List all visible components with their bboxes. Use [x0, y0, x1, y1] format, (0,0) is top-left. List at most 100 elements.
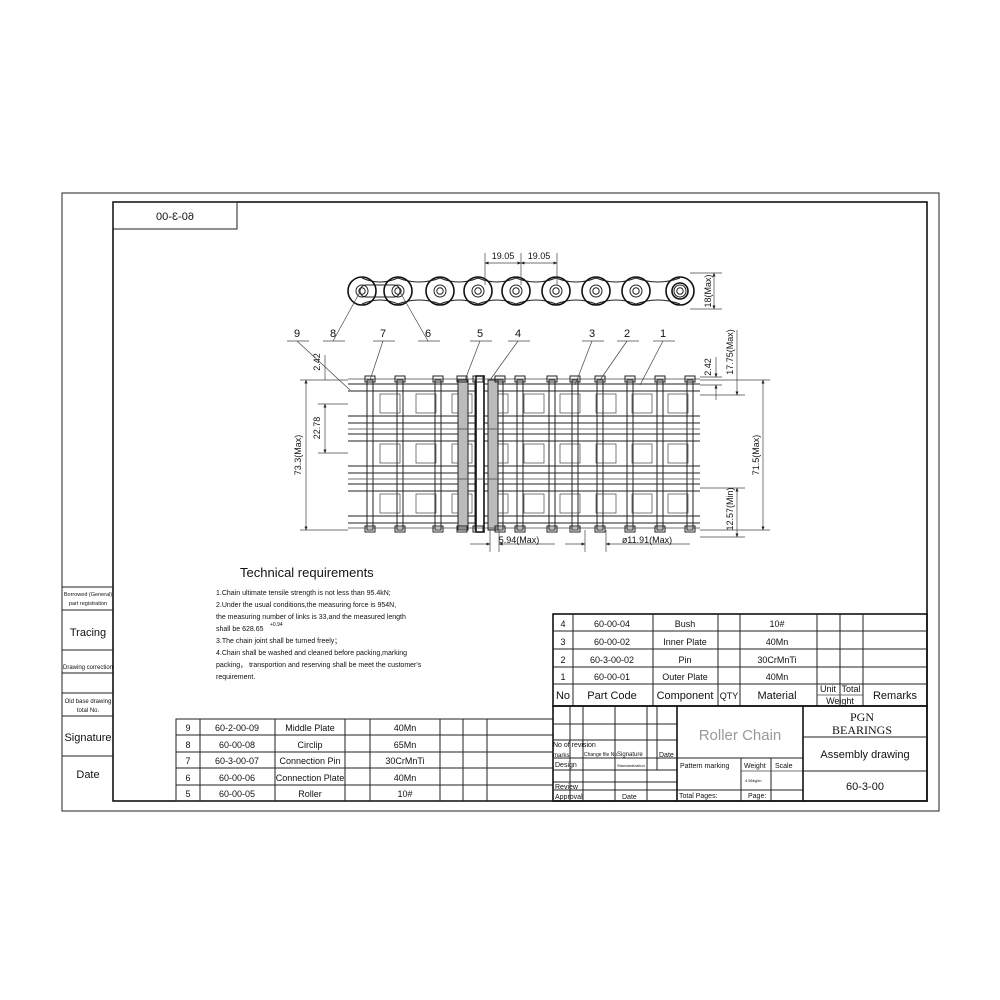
- pin-section: [396, 379, 404, 531]
- title-weight: Weight: [744, 763, 766, 770]
- title-scale: Scale: [775, 763, 793, 770]
- title-company-2: BEARINGS: [832, 723, 892, 737]
- roller-section: [631, 493, 653, 514]
- end-pin: [671, 282, 689, 300]
- pin-section: [366, 379, 374, 531]
- connecting-link-slot: [359, 284, 401, 298]
- bom-right-cell: 60-00-01: [594, 672, 630, 682]
- pin-head-top: [569, 375, 581, 383]
- roller-section: [631, 393, 653, 414]
- bom-left-cell: Connection Plate: [276, 773, 345, 783]
- tech-line-2: 2.Under the usual conditions,the measuri…: [216, 602, 396, 609]
- side-signature: Signature: [64, 732, 111, 744]
- bom-right-header: No Part Code Component QTY Material Unit…: [556, 684, 918, 706]
- bom-right-cell: 40Mn: [766, 637, 789, 647]
- title-drawing-type: Assembly drawing: [820, 749, 909, 761]
- roller-section: [595, 443, 617, 464]
- bom-left-cell: 8: [185, 740, 190, 750]
- roller-section: [667, 393, 689, 414]
- bom-header-no: No: [556, 690, 570, 702]
- tech-line-5: 3.The chain joint shall be turned freely…: [216, 638, 341, 645]
- bom-header-weight: Weight: [826, 696, 854, 706]
- bom-header-total: Total: [841, 684, 860, 694]
- callout-number: 1: [660, 328, 666, 340]
- title-design: Design: [555, 762, 577, 769]
- bom-left-cell: 30CrMnTi: [385, 756, 424, 766]
- bom-left-cell: 6: [185, 773, 190, 783]
- inner-frame: [112, 201, 928, 802]
- chain-pin: [436, 287, 444, 295]
- chain-roller: [391, 284, 405, 298]
- title-total-pages: Total Pages:: [679, 793, 718, 800]
- bom-left-cell: 60-3-00-07: [215, 756, 259, 766]
- title-pattern-marking: Pattern marking: [680, 763, 730, 770]
- roller-section: [667, 443, 689, 464]
- dim-2-42-left: 2.42: [312, 353, 322, 371]
- bom-right-cell: 10#: [769, 619, 784, 629]
- tech-line-6: 4.Chain shall be washed and cleaned befo…: [216, 650, 407, 657]
- callout-number: 2: [624, 328, 630, 340]
- bom-right-cell: Inner Plate: [663, 637, 707, 647]
- callout-leader: [599, 340, 628, 381]
- roller-section: [667, 493, 689, 514]
- chain-roller: [549, 284, 563, 298]
- pin-head-bottom: [569, 525, 581, 533]
- roller-section: [523, 393, 545, 414]
- roller-section: [379, 493, 401, 514]
- dim-17-75: 17.75(Max): [725, 329, 735, 375]
- pin-head-bottom: [472, 525, 484, 533]
- bom-left-cell: 10#: [397, 789, 412, 799]
- title-date: Date: [659, 752, 674, 759]
- dim-71-5: 71.5(Max): [751, 435, 761, 476]
- side-part-reg: part registration: [69, 601, 107, 607]
- bom-right-cell: 1: [560, 672, 565, 682]
- callout-number: 9: [294, 328, 300, 340]
- bom-header-qty: QTY: [720, 691, 739, 701]
- chain-link-outline: [477, 277, 517, 305]
- pin-head-top: [394, 375, 406, 383]
- pin-section: [548, 379, 556, 531]
- section-view-dimensions: 73.3(Max) 22.78 2.42 2.42 17.75(Max) 71.…: [293, 329, 770, 552]
- callout-leader: [489, 340, 519, 381]
- callout-number: 6: [425, 328, 431, 340]
- callout-number: 3: [589, 328, 595, 340]
- callout-number: 5: [477, 328, 483, 340]
- bom-left-cell: 40Mn: [394, 773, 417, 783]
- pin-head-bottom: [394, 525, 406, 533]
- side-tracing: Tracing: [70, 627, 106, 639]
- bom-left-cell: 60-00-08: [219, 740, 255, 750]
- height-dim: 18(Max): [703, 274, 713, 307]
- pin-head-top: [546, 375, 558, 383]
- title-standardization: Standardization: [617, 763, 645, 768]
- chain-link-plate: [501, 276, 531, 306]
- bom-left-cell: 65Mn: [394, 740, 417, 750]
- tech-line-1: 1.Chain ultimate tensile strength is not…: [216, 590, 391, 597]
- title-page: Page:: [748, 793, 766, 800]
- chain-pin: [394, 287, 402, 295]
- chain-link-outline: [595, 277, 637, 305]
- title-marks: marks: [553, 753, 569, 759]
- roller-section: [379, 443, 401, 464]
- bom-left-cell: 7: [185, 756, 190, 766]
- callout-leader: [369, 340, 384, 381]
- pin-head-bottom: [364, 525, 376, 533]
- bom-right-cell: Bush: [675, 619, 696, 629]
- chain-link-outline: [635, 277, 681, 305]
- chain-link-plate: [347, 276, 377, 306]
- callout-number: 7: [380, 328, 386, 340]
- chain-pin: [592, 287, 600, 295]
- chain-roller: [471, 284, 485, 298]
- callout-leader: [574, 340, 593, 386]
- bom-right-cell: 60-00-02: [594, 637, 630, 647]
- bom-right-cell: 3: [560, 637, 565, 647]
- callout-number: 4: [515, 328, 521, 340]
- bom-left-cell: 60-00-06: [219, 773, 255, 783]
- bom-right-cell: 2: [560, 655, 565, 665]
- bom-header-unit: Unit: [820, 684, 837, 694]
- bom-left-cell: Connection Pin: [279, 756, 340, 766]
